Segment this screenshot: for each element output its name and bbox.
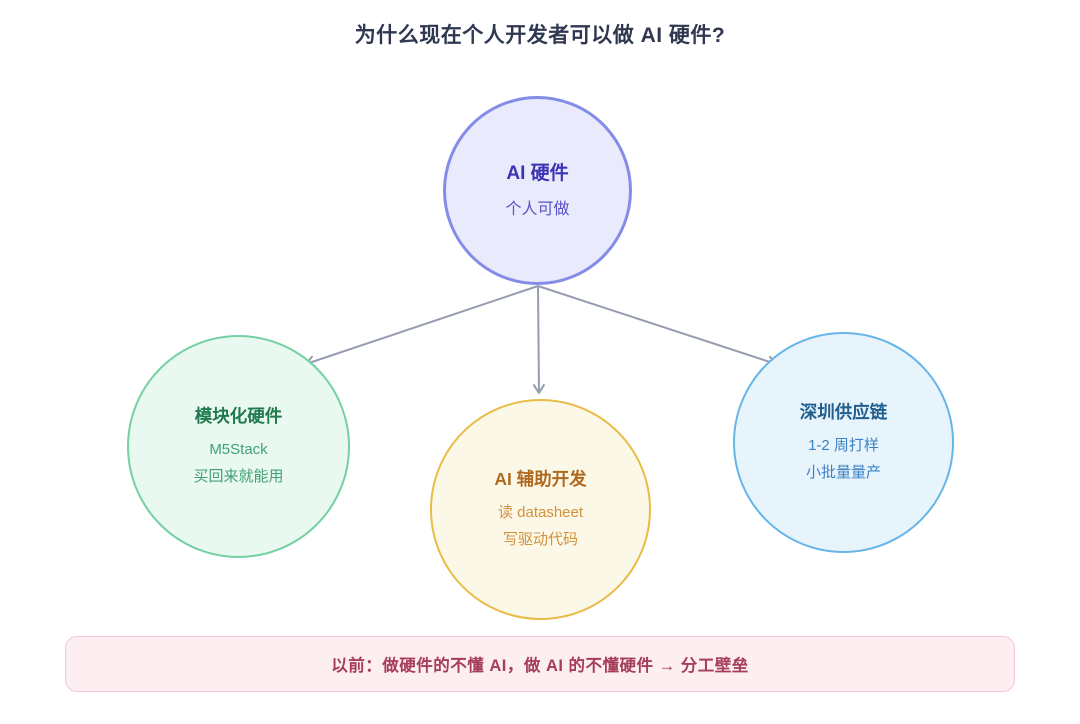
node-ai-assisted-dev: AI 辅助开发 读 datasheet 写驱动代码 — [430, 399, 651, 620]
conclusion-banner-text: 以前：做硬件的不懂 AI，做 AI 的不懂硬件 → 分工壁垒 — [331, 657, 749, 675]
node-ai-assisted-dev-line1: 读 datasheet — [497, 504, 584, 522]
node-shenzhen-supply-chain-line2: 小批量量产 — [805, 463, 881, 481]
node-ai-assisted-dev-line2: 写驱动代码 — [502, 530, 578, 548]
node-modular-hardware-title: 模块化硬件 — [194, 406, 283, 427]
node-shenzhen-supply-chain: 深圳供应链 1-2 周打样 小批量量产 — [733, 332, 954, 553]
arrow-center-to-shenzhen — [537, 285, 777, 368]
node-modular-hardware: 模块化硬件 M5Stack 买回来就能用 — [127, 335, 350, 558]
node-shenzhen-supply-chain-title: 深圳供应链 — [799, 402, 888, 423]
arrow-center-to-aidev — [532, 285, 545, 394]
node-ai-hardware-subtitle: 个人可做 — [505, 200, 570, 218]
node-ai-assisted-dev-title: AI 辅助开发 — [494, 469, 587, 490]
node-modular-hardware-line1: M5Stack — [209, 441, 268, 459]
node-modular-hardware-line2: 买回来就能用 — [193, 467, 284, 485]
page-title: 为什么现在个人开发者可以做 AI 硬件? — [354, 24, 726, 47]
arrow-center-to-modular — [305, 285, 539, 368]
conclusion-banner: 以前：做硬件的不懂 AI，做 AI 的不懂硬件 → 分工壁垒 — [65, 636, 1015, 692]
node-ai-hardware: AI 硬件 个人可做 — [443, 96, 632, 285]
node-shenzhen-supply-chain-line1: 1-2 周打样 — [808, 437, 879, 455]
node-ai-hardware-title: AI 硬件 — [506, 162, 569, 184]
